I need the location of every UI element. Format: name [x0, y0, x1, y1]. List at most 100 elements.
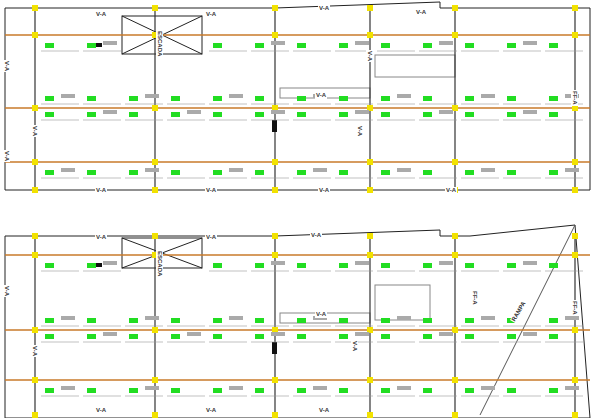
desk-edge: [41, 396, 79, 397]
grid-label: V-A: [310, 232, 322, 239]
desk-edge: [41, 342, 79, 343]
desk-edge: [377, 271, 415, 272]
desk-chair: [465, 334, 474, 339]
desk: [481, 316, 495, 320]
desk-edge: [209, 396, 247, 397]
desk-edge: [545, 51, 583, 52]
desk-chair: [129, 334, 138, 339]
desk-edge: [293, 326, 331, 327]
desk-edge: [461, 104, 499, 105]
desk: [229, 316, 243, 320]
grid-label: V-A: [205, 234, 217, 241]
desk-chair: [507, 43, 516, 48]
grid-label: V-A: [3, 60, 10, 72]
desk: [271, 261, 285, 265]
column-line: [454, 236, 455, 415]
desk-edge: [251, 396, 289, 397]
column: [367, 412, 373, 418]
desk-chair: [87, 96, 96, 101]
desk-edge: [293, 51, 331, 52]
desk: [229, 94, 243, 98]
desk-edge: [83, 326, 121, 327]
desk-edge: [293, 104, 331, 105]
column: [572, 233, 578, 239]
desk: [565, 386, 579, 390]
desk-chair: [213, 170, 222, 175]
column: [272, 187, 278, 193]
grid-label: FF-A: [571, 90, 578, 106]
desk-chair: [171, 112, 180, 117]
desk-chair: [129, 388, 138, 393]
desk-edge: [125, 104, 163, 105]
desk-chair: [339, 334, 348, 339]
column: [452, 412, 458, 418]
column: [272, 233, 278, 239]
column: [152, 377, 158, 383]
column: [32, 377, 38, 383]
desk-chair: [87, 318, 96, 323]
desk-edge: [41, 326, 79, 327]
desk-chair: [255, 96, 264, 101]
column: [572, 32, 578, 38]
desk: [145, 386, 159, 390]
column-line: [369, 236, 370, 415]
grid-label: V-A: [366, 50, 373, 62]
desk: [103, 261, 117, 265]
grid-label: V-A: [95, 187, 107, 194]
desk-edge: [335, 178, 373, 179]
desk-edge: [251, 342, 289, 343]
desk-edge: [167, 178, 205, 179]
desk-chair: [339, 263, 348, 268]
column: [272, 5, 278, 11]
desk-chair: [87, 388, 96, 393]
column: [32, 105, 38, 111]
grid-label: V-A: [315, 311, 327, 318]
column: [152, 159, 158, 165]
desk-edge: [125, 342, 163, 343]
grid-label: V-A: [3, 285, 10, 297]
desk-edge: [125, 396, 163, 397]
desk-edge: [41, 178, 79, 179]
desk: [355, 261, 369, 265]
desk-edge: [419, 120, 457, 121]
desk-chair: [45, 96, 54, 101]
desk-chair: [423, 318, 432, 323]
wall: [272, 342, 277, 354]
desk-chair: [507, 388, 516, 393]
desk: [103, 41, 117, 45]
desk: [439, 332, 453, 336]
desk-edge: [293, 178, 331, 179]
desk-chair: [171, 334, 180, 339]
desk-chair: [465, 112, 474, 117]
passage: [280, 88, 370, 98]
desk-chair: [423, 112, 432, 117]
desk-edge: [83, 396, 121, 397]
desk-edge: [125, 120, 163, 121]
column: [367, 32, 373, 38]
desk-chair: [549, 170, 558, 175]
desk-chair: [45, 170, 54, 175]
column: [32, 412, 38, 418]
column-line: [34, 236, 35, 415]
desk-chair: [507, 263, 516, 268]
desk-edge: [41, 271, 79, 272]
desk-chair: [423, 43, 432, 48]
desk: [145, 94, 159, 98]
desk-edge: [167, 396, 205, 397]
column: [32, 159, 38, 165]
desk: [103, 332, 117, 336]
column: [272, 252, 278, 258]
desk-chair: [381, 334, 390, 339]
desk-edge: [251, 271, 289, 272]
desk-edge: [209, 178, 247, 179]
desk-chair: [297, 112, 306, 117]
beam: [5, 161, 590, 163]
desk: [313, 386, 327, 390]
desk-chair: [465, 318, 474, 323]
beam: [5, 329, 590, 331]
desk-chair: [45, 43, 54, 48]
desk-edge: [335, 120, 373, 121]
column: [32, 32, 38, 38]
beam: [5, 107, 590, 109]
grid-label: V-A: [318, 407, 330, 414]
